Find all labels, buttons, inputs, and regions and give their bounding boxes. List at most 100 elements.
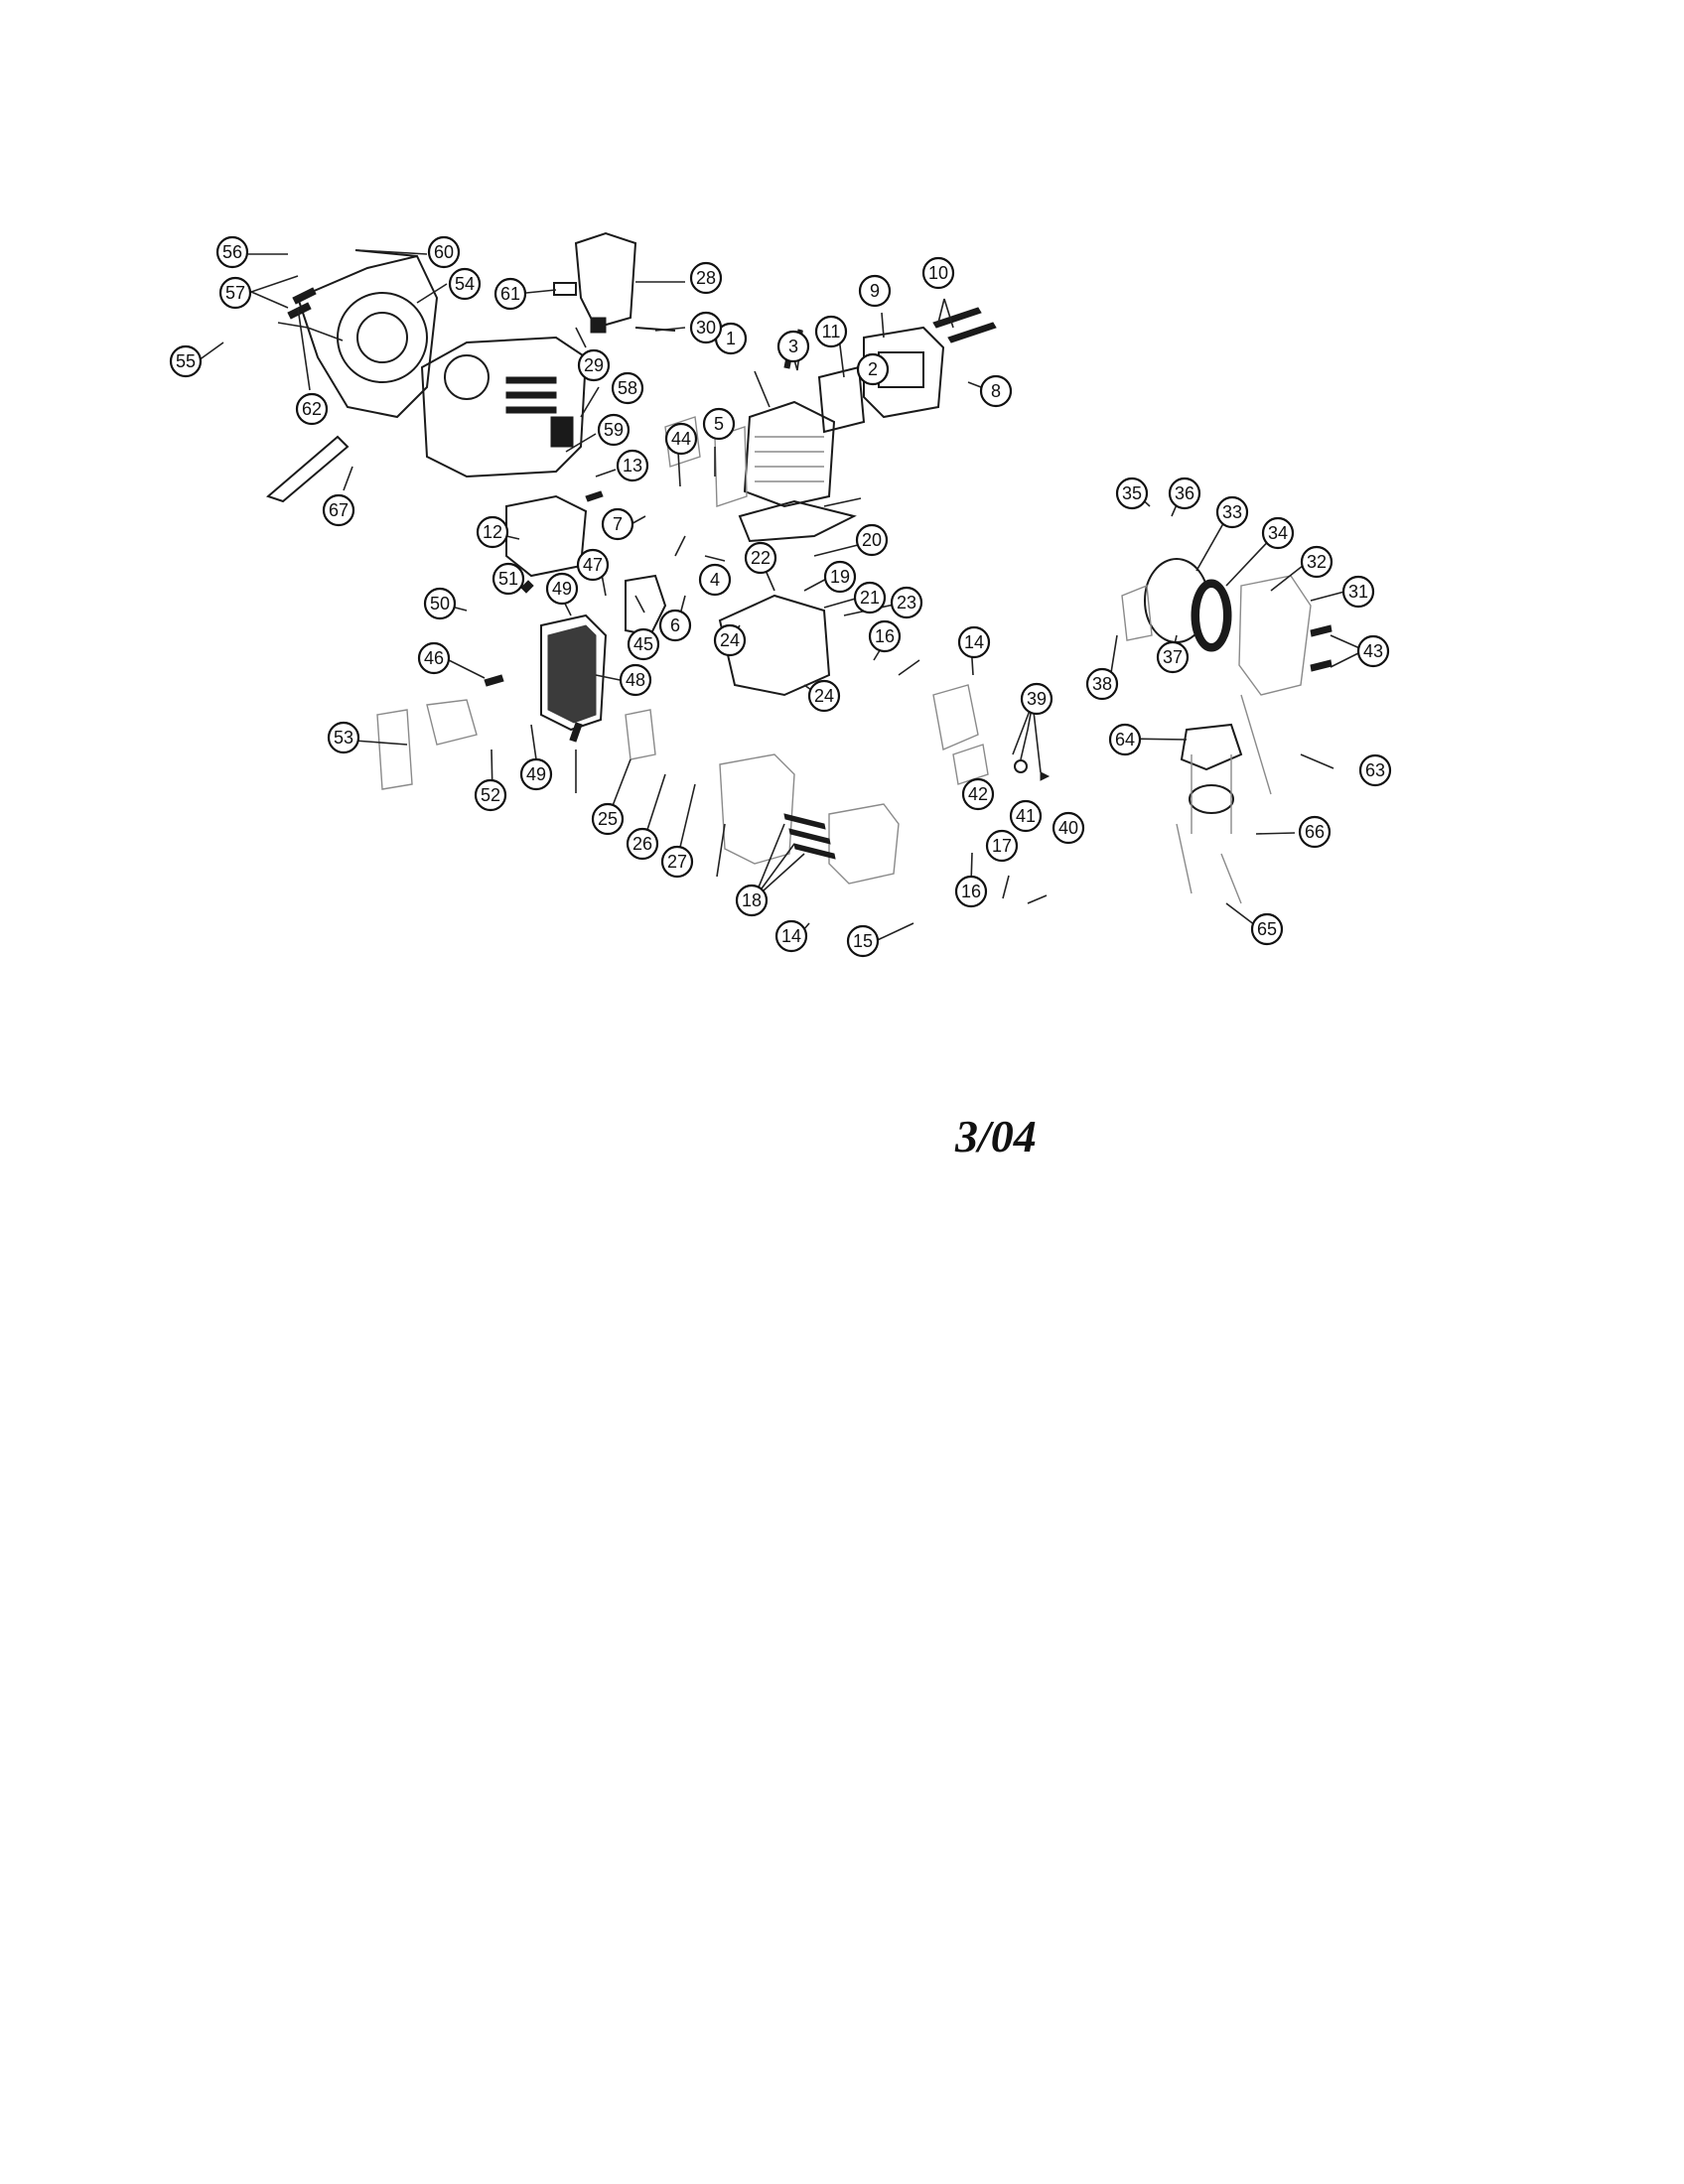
callout-number: 60	[434, 242, 454, 262]
callout-circle	[855, 523, 889, 557]
callout-circle	[1215, 495, 1249, 529]
callout-number: 36	[1175, 483, 1194, 503]
callout-circle	[1168, 477, 1201, 510]
callout-number: 41	[1016, 806, 1036, 826]
callout-18: 18	[735, 884, 769, 917]
callout-circle	[1341, 575, 1375, 609]
callout-number: 20	[862, 530, 882, 550]
callout-49: 49	[545, 572, 579, 606]
callout-circle	[954, 875, 988, 908]
date-code: 3/04	[955, 1111, 1037, 1161]
callout-54: 54	[448, 267, 482, 301]
callout-circle	[1020, 682, 1053, 716]
callout-circle	[1358, 753, 1392, 787]
callout-16: 16	[954, 875, 988, 908]
callout-circle	[577, 348, 611, 382]
callout-21: 21	[853, 581, 887, 614]
callout-43: 43	[1356, 634, 1390, 668]
callout-circle	[601, 507, 634, 541]
callout-circle	[474, 778, 507, 812]
callout-circle	[858, 274, 892, 308]
callout-61: 61	[493, 277, 527, 311]
callout-circle	[1250, 912, 1284, 946]
callout-22: 22	[744, 541, 777, 575]
callout-33: 33	[1215, 495, 1249, 529]
callout-circle	[664, 422, 698, 456]
callout-circle	[961, 777, 995, 811]
callout-circle	[545, 572, 579, 606]
callout-26: 26	[626, 827, 659, 861]
callout-50: 50	[423, 587, 457, 620]
callout-circle	[493, 277, 527, 311]
callout-19: 19	[823, 560, 857, 594]
callout-14: 14	[774, 919, 808, 953]
callout-circle	[215, 235, 249, 269]
callout-number: 65	[1257, 919, 1277, 939]
callout-62: 62	[295, 392, 329, 426]
callout-11: 11	[814, 315, 848, 348]
callout-37: 37	[1156, 640, 1190, 674]
callout-circle	[423, 587, 457, 620]
callout-circle	[1261, 516, 1295, 550]
callout-number: 33	[1222, 502, 1242, 522]
callout-circle	[616, 449, 649, 482]
callout-number: 51	[498, 569, 518, 589]
spark-plug	[553, 282, 577, 296]
callout-circle	[1300, 545, 1333, 579]
callout-circle	[735, 884, 769, 917]
callout-31: 31	[1341, 575, 1375, 609]
callout-57: 57	[218, 276, 252, 310]
callout-circle	[776, 330, 810, 363]
callout-number: 28	[696, 268, 716, 288]
callout-number: 61	[500, 284, 520, 304]
callout-9: 9	[858, 274, 892, 308]
callout-66: 66	[1298, 815, 1332, 849]
callout-circle	[519, 757, 553, 791]
callout-number: 15	[853, 931, 873, 951]
callout-3: 3	[776, 330, 810, 363]
callout-number: 30	[696, 318, 716, 338]
callout-number: 14	[964, 632, 984, 652]
callout-circle	[476, 515, 509, 549]
callout-number: 1	[726, 329, 736, 348]
callout-number: 19	[830, 567, 850, 587]
clutch-assembly	[1144, 558, 1232, 652]
callout-circle	[957, 625, 991, 659]
callout-circle	[856, 352, 890, 386]
callout-number: 34	[1268, 523, 1288, 543]
callout-35: 35	[1115, 477, 1149, 510]
callout-circle	[627, 627, 660, 661]
callout-circle	[744, 541, 777, 575]
carburetor	[625, 574, 667, 637]
callout-number: 39	[1027, 689, 1047, 709]
callout-circle	[979, 374, 1013, 408]
callout-7: 7	[601, 507, 634, 541]
callout-number: 42	[968, 784, 988, 804]
callout-number: 55	[176, 351, 196, 371]
callout-53: 53	[327, 721, 360, 754]
callout-27: 27	[660, 845, 694, 879]
callout-circle	[814, 315, 848, 348]
callout-number: 44	[671, 429, 691, 449]
callout-48: 48	[619, 663, 652, 697]
callout-number: 3	[788, 337, 798, 356]
callout-number: 17	[992, 836, 1012, 856]
callout-circle	[868, 619, 902, 653]
callout-number: 10	[928, 263, 948, 283]
callout-number: 67	[329, 500, 349, 520]
callout-64: 64	[1108, 723, 1142, 756]
callout-number: 47	[583, 555, 603, 575]
callout-circle	[327, 721, 360, 754]
callout-circle	[689, 311, 723, 344]
callout-circle	[846, 924, 880, 958]
callout-number: 56	[222, 242, 242, 262]
callout-circle	[619, 663, 652, 697]
callout-42: 42	[961, 777, 995, 811]
callout-number: 8	[991, 381, 1001, 401]
callout-number: 53	[334, 728, 353, 748]
callout-number: 12	[483, 522, 502, 542]
callout-number: 48	[626, 670, 645, 690]
callout-number: 46	[424, 648, 444, 668]
